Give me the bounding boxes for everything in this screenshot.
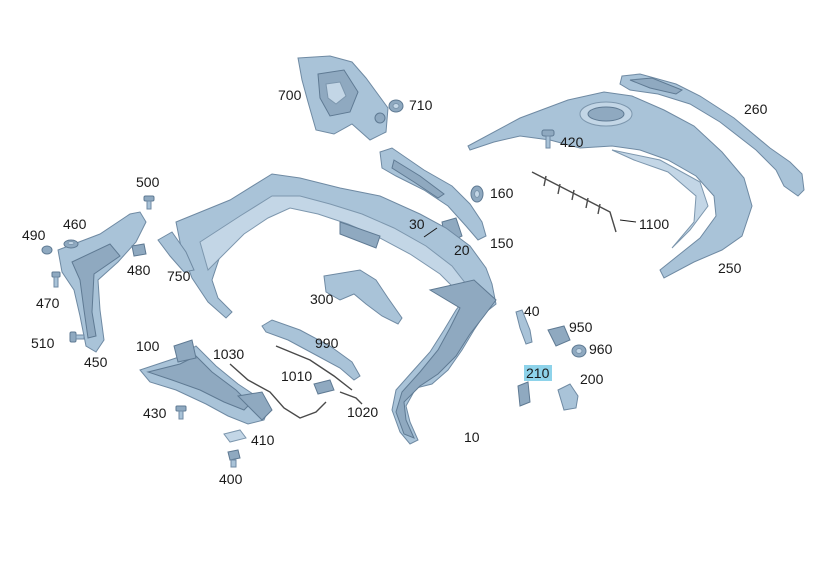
label-960[interactable]: 960	[589, 341, 613, 357]
part-40-trim[interactable]	[515, 309, 533, 345]
label-460[interactable]: 460	[63, 216, 87, 232]
leader-1100	[619, 219, 637, 223]
label-150[interactable]: 150	[490, 235, 514, 251]
label-40[interactable]: 40	[524, 303, 540, 319]
label-990[interactable]: 990	[315, 335, 339, 351]
label-450[interactable]: 450	[84, 354, 108, 370]
part-160-spacer[interactable]	[470, 185, 484, 203]
label-250[interactable]: 250	[718, 260, 742, 276]
label-1030[interactable]: 1030	[213, 346, 244, 362]
label-1100[interactable]: 1100	[639, 216, 669, 232]
part-960-seal-ring[interactable]	[571, 344, 587, 358]
label-1010[interactable]: 1010	[281, 368, 312, 384]
part-210-sensor[interactable]	[517, 381, 531, 407]
part-470-screw[interactable]	[51, 271, 61, 288]
part-990-reflector-strip[interactable]	[261, 319, 361, 381]
part-1100-cable-harness[interactable]	[531, 171, 617, 233]
label-20[interactable]: 20	[454, 242, 470, 258]
part-410-plate[interactable]	[223, 429, 247, 443]
label-160[interactable]: 160	[490, 185, 514, 201]
label-210-highlight	[524, 365, 552, 381]
label-210[interactable]: 210	[526, 365, 550, 381]
label-100[interactable]: 100	[136, 338, 160, 354]
label-750[interactable]: 750	[167, 268, 191, 284]
leader-30	[423, 227, 438, 238]
part-750-guide[interactable]	[157, 231, 195, 273]
label-470[interactable]: 470	[36, 295, 60, 311]
label-710[interactable]: 710	[409, 97, 433, 113]
label-1020[interactable]: 1020	[347, 404, 378, 420]
label-480[interactable]: 480	[127, 262, 151, 278]
part-710-grommet[interactable]	[388, 99, 404, 113]
label-510[interactable]: 510	[31, 335, 55, 351]
part-1030-wiring[interactable]	[229, 363, 327, 419]
label-260[interactable]: 260	[744, 101, 768, 117]
part-1020-wire-end[interactable]	[339, 391, 363, 405]
part-200-sensor-holder[interactable]	[557, 383, 579, 411]
label-950[interactable]: 950	[569, 319, 593, 335]
part-430-bolt[interactable]	[175, 405, 187, 420]
part-1010-wire-clip[interactable]	[275, 345, 353, 395]
label-10[interactable]: 10	[464, 429, 480, 445]
label-300[interactable]: 300	[310, 291, 334, 307]
label-200[interactable]: 200	[580, 371, 604, 387]
part-460-washer[interactable]	[63, 239, 79, 249]
part-150-mount-rail[interactable]	[379, 147, 487, 241]
part-100-impact-beam[interactable]	[139, 339, 273, 425]
part-480-nut[interactable]	[131, 243, 147, 257]
part-500-bolt[interactable]	[143, 195, 155, 210]
label-420[interactable]: 420	[560, 134, 584, 150]
part-260-trim-strip[interactable]	[619, 73, 805, 197]
part-510-rivet[interactable]	[69, 331, 85, 343]
label-410[interactable]: 410	[251, 432, 275, 448]
part-250-diffuser[interactable]	[467, 91, 753, 279]
part-700-bracket[interactable]	[297, 55, 389, 141]
part-450-side-support[interactable]	[57, 211, 147, 353]
part-300-side-bracket[interactable]	[323, 269, 403, 325]
part-400-clip[interactable]	[227, 449, 241, 468]
label-400[interactable]: 400	[219, 471, 243, 487]
part-420-clip[interactable]	[541, 129, 555, 149]
label-700[interactable]: 700	[278, 87, 302, 103]
part-950-sensor-housing[interactable]	[547, 325, 571, 347]
part-490-grommet[interactable]	[41, 245, 53, 255]
label-490[interactable]: 490	[22, 227, 46, 243]
label-30[interactable]: 30	[409, 216, 425, 232]
label-500[interactable]: 500	[136, 174, 160, 190]
label-430[interactable]: 430	[143, 405, 167, 421]
part-10-bumper-cover[interactable]	[175, 173, 497, 445]
